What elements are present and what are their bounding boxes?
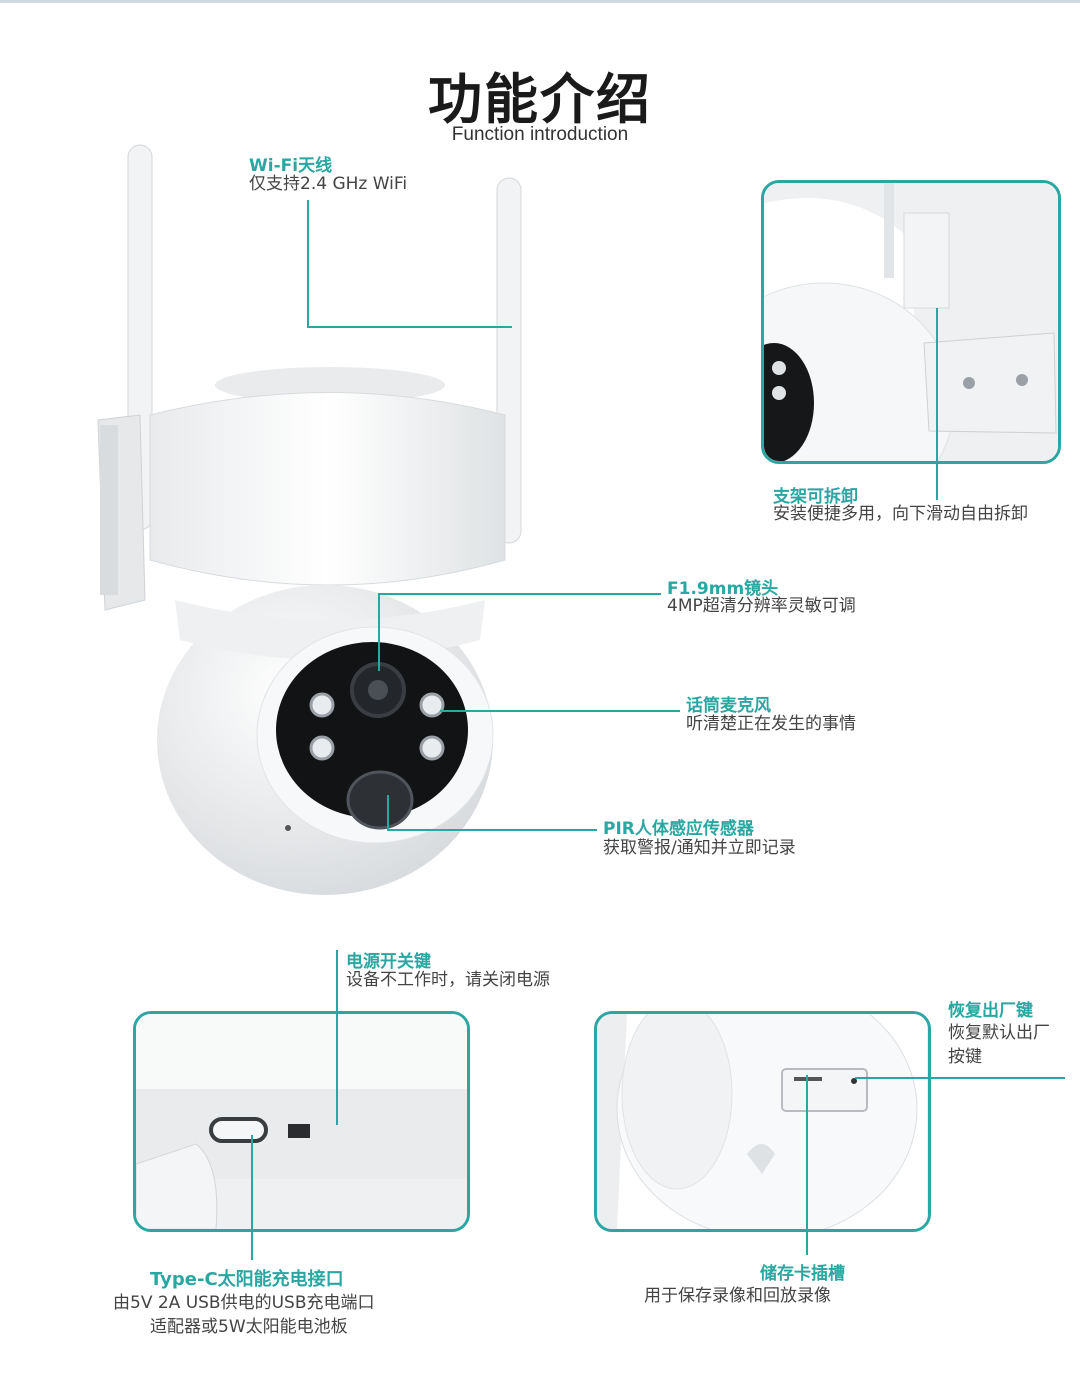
bracket-leader-v <box>936 308 938 500</box>
lens-leader-v <box>378 593 380 671</box>
lens-leader-h <box>378 593 661 595</box>
reset-leader-h <box>855 1077 1065 1079</box>
lens-label: F1.9mm镜头 <box>667 579 779 599</box>
wifi-antenna-label: Wi-Fi天线 <box>249 156 333 176</box>
wifi-leader-v <box>307 200 309 328</box>
typec-label: Type-C太阳能充电接口 <box>150 1269 344 1290</box>
power-switch-leader-v <box>336 950 338 1125</box>
bracket-detail-image <box>764 183 1058 461</box>
pir-desc: 获取警报/通知并立即记录 <box>603 838 796 858</box>
page-title: 功能介绍 <box>428 68 652 131</box>
sd-reset-detail-panel <box>594 1011 931 1232</box>
sd-leader-v <box>806 1075 808 1255</box>
pir-label: PIR人体感应传感器 <box>603 819 754 839</box>
power-switch-desc: 设备不工作时，请关闭电源 <box>346 970 550 990</box>
wifi-antenna-desc: 仅支持2.4 GHz WiFi <box>249 174 408 194</box>
ports-detail-image <box>136 1014 467 1229</box>
power-switch-label: 电源开关键 <box>346 952 431 972</box>
typec-desc-line1: 由5V 2A USB供电的USB充电端口 <box>113 1293 375 1313</box>
sd-slot-desc: 用于保存录像和回放录像 <box>644 1286 831 1306</box>
mic-label: 话筒麦克风 <box>686 696 771 716</box>
ports-detail-panel <box>133 1011 470 1232</box>
top-divider <box>0 0 1080 3</box>
camera-illustration <box>97 144 522 895</box>
bracket-detail-panel <box>761 180 1061 464</box>
mic-leader-h <box>440 710 680 712</box>
pir-leader-h <box>387 829 597 831</box>
bracket-label: 支架可拆卸 <box>773 487 858 507</box>
pir-leader-v <box>387 795 389 831</box>
page-subtitle: Function introduction <box>451 124 629 145</box>
reset-label: 恢复出厂键 <box>948 1001 1033 1021</box>
typec-leader-v <box>251 1135 253 1260</box>
reset-desc-line2: 按键 <box>948 1047 982 1067</box>
wifi-leader-h <box>307 326 512 328</box>
sd-slot-label: 储存卡插槽 <box>760 1264 845 1284</box>
typec-desc-line2: 适配器或5W太阳能电池板 <box>150 1317 348 1337</box>
sd-reset-detail-image <box>597 1014 928 1229</box>
reset-desc-line1: 恢复默认出厂 <box>948 1023 1050 1043</box>
bracket-desc: 安装便捷多用，向下滑动自由拆卸 <box>773 504 1028 524</box>
lens-desc: 4MP超清分辨率灵敏可调 <box>667 596 856 616</box>
mic-desc: 听清楚正在发生的事情 <box>686 714 856 734</box>
